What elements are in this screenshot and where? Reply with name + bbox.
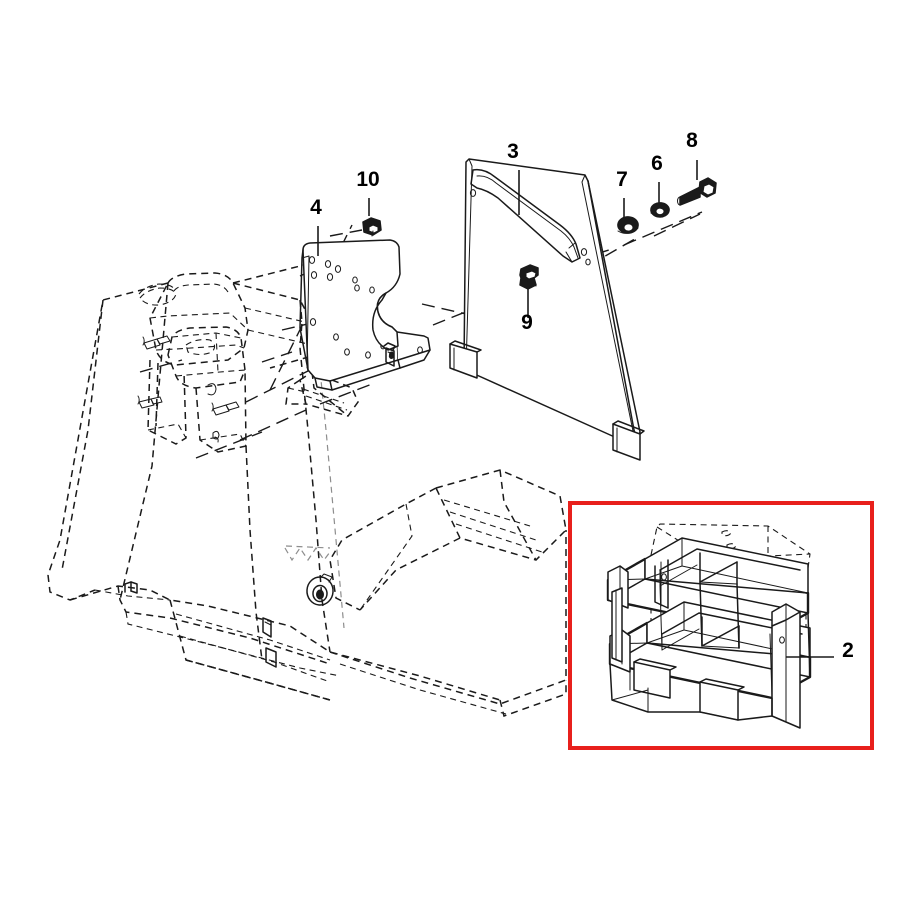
callout-numbers: 2 3 4 6 7 8 9 10	[310, 129, 854, 662]
callout-number-8: 8	[686, 129, 698, 152]
part-9-retainer-clip	[519, 264, 539, 290]
callout-number-6: 6	[651, 152, 663, 175]
pivot-hub	[306, 573, 334, 606]
part-3-side-cover-panel	[449, 158, 645, 461]
detail-inset-part-2	[568, 501, 874, 750]
part-6-lock-nut	[650, 202, 670, 218]
callout-number-9: 9	[521, 311, 533, 334]
callout-number-2: 2	[842, 639, 854, 662]
part-4-mounting-plate	[299, 239, 431, 391]
part-8-hex-flange-bolt	[677, 177, 717, 206]
part-4-holes	[308, 256, 386, 359]
callout-number-10: 10	[356, 168, 379, 191]
part-4-weld-clip	[383, 342, 396, 367]
callout-number-7: 7	[616, 168, 628, 191]
hydraulic-fittings	[137, 335, 240, 443]
part-2-bracket-rack	[606, 537, 812, 729]
callout-number-3: 3	[507, 140, 519, 163]
callout-number-4: 4	[310, 196, 322, 219]
part-10-weld-nut	[362, 217, 382, 237]
part-7-flat-washer	[617, 216, 639, 234]
